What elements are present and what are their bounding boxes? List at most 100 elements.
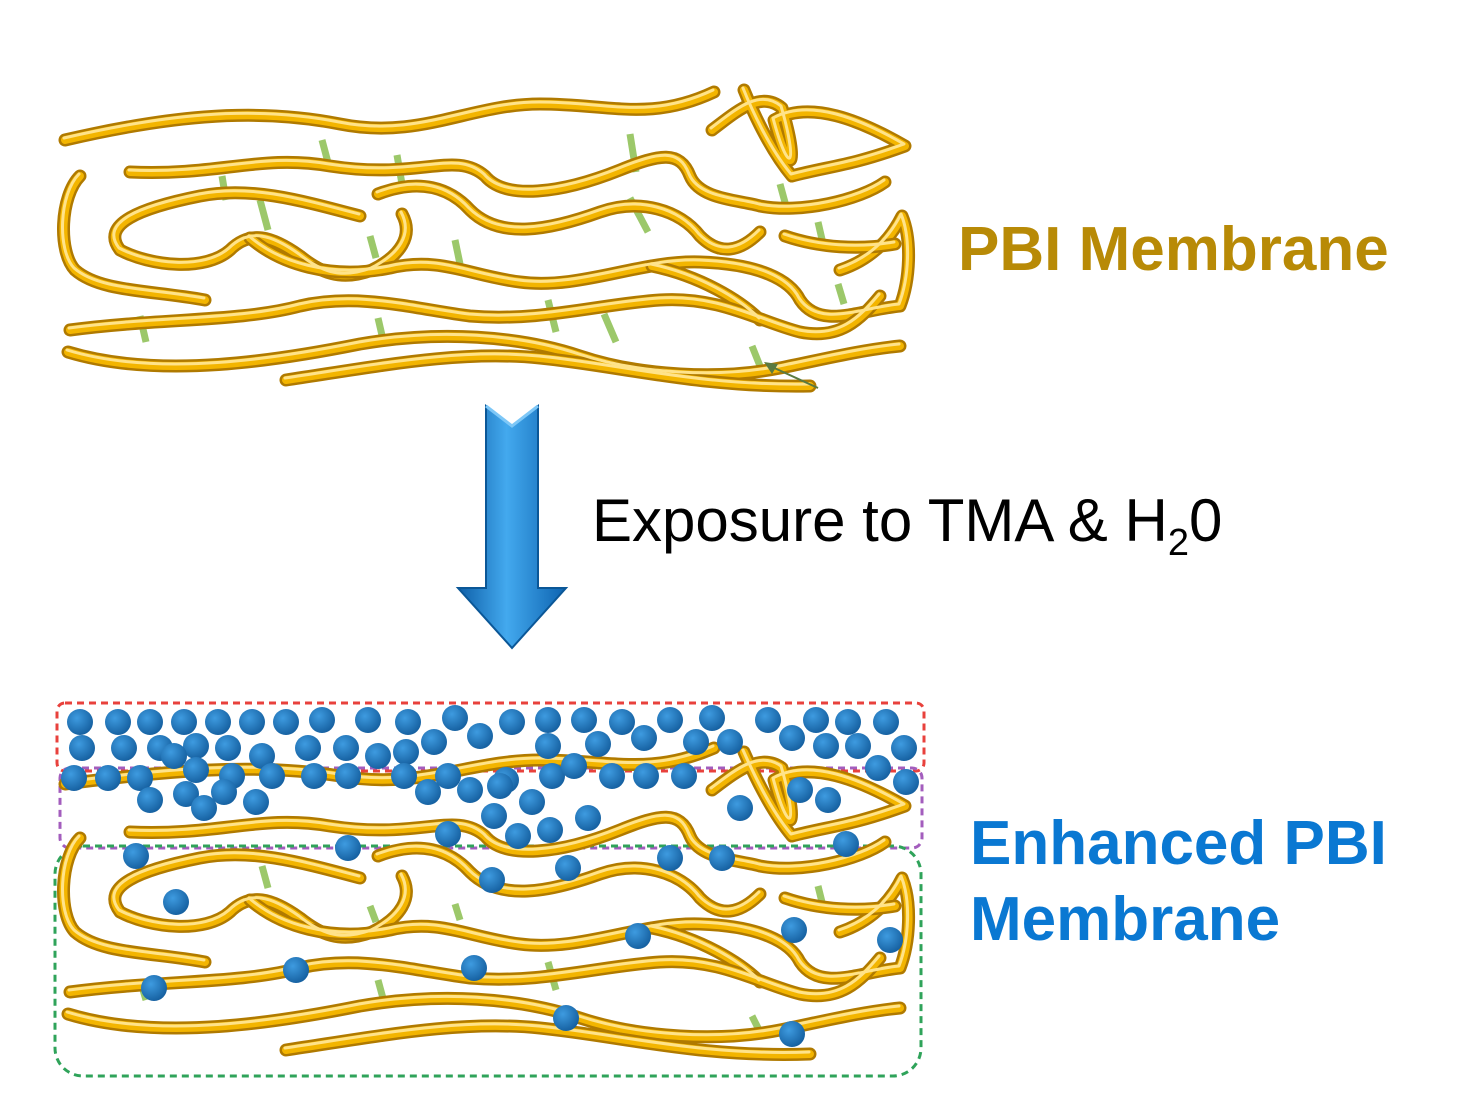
particle [309,707,335,733]
particle [891,735,917,761]
particle [487,773,513,799]
particle [335,835,361,861]
surface-layer-box [55,701,926,773]
particle [435,763,461,789]
particle [111,735,137,761]
particle [243,789,269,815]
particle [535,707,561,733]
enhanced-label-line-2: Membrane [970,885,1281,954]
particle [127,765,153,791]
particle [631,725,657,751]
process-step-label: Exposure to TMA & H20 [592,486,1222,565]
particle [833,831,859,857]
particle [442,705,468,731]
particle [781,917,807,943]
particle [183,733,209,759]
polymer-chains [57,741,915,1061]
particle [191,795,217,821]
particle [365,743,391,769]
particle [95,765,121,791]
particle [355,707,381,733]
enhanced-pbi-membrane-structure [53,701,926,1078]
pbi-membrane-label: PBI Membrane [958,215,1389,284]
step-text-suffix: 0 [1188,487,1223,554]
particle [123,843,149,869]
particle [599,763,625,789]
particle [893,769,919,795]
particle [211,779,237,805]
particle [467,723,493,749]
particle [779,1021,805,1047]
particle [457,777,483,803]
particle [585,731,611,757]
particle [301,763,327,789]
particle [699,705,725,731]
particle [183,757,209,783]
particle [865,755,891,781]
particle [845,733,871,759]
particle [657,845,683,871]
bulk-layer-box [53,844,923,1078]
particle [625,923,651,949]
particle [671,763,697,789]
particle [709,845,735,871]
particle [553,1005,579,1031]
particle [813,733,839,759]
pbi-membrane-structure [57,83,915,393]
particle [539,763,565,789]
particle [295,735,321,761]
particle [61,765,87,791]
particle [815,787,841,813]
particle [877,927,903,953]
particle [273,709,299,735]
enhanced-pbi-membrane-label: Enhanced PBI Membrane [970,806,1387,958]
particle [137,787,163,813]
particle [461,955,487,981]
particle [421,729,447,755]
particle [171,709,197,735]
particle [555,855,581,881]
polymer-chains [57,83,915,393]
particle [163,889,189,915]
particle [435,821,461,847]
particle [141,975,167,1001]
particle [609,709,635,735]
tma-deposited-particles [61,705,919,1047]
step-text-prefix: Exposure to TMA & H [592,487,1168,554]
particle [259,763,285,789]
particle [67,709,93,735]
particle [239,709,265,735]
particle [205,709,231,735]
particle [333,735,359,761]
particle [137,709,163,735]
particle [727,795,753,821]
particle [393,739,419,765]
particle [717,729,743,755]
particle [575,805,601,831]
particle [571,707,597,733]
particle [683,729,709,755]
particle [105,709,131,735]
particle [499,709,525,735]
particle [395,709,421,735]
particle [633,763,659,789]
particle [391,763,417,789]
particle [173,781,199,807]
particle [519,789,545,815]
particle [535,733,561,759]
enhanced-label-line-1: Enhanced PBI [970,809,1387,878]
particle [787,777,813,803]
particle [561,753,587,779]
particle [215,735,241,761]
particle [755,707,781,733]
particle [249,743,275,769]
particle [873,709,899,735]
particle [161,743,187,769]
particle [505,823,531,849]
particle [479,867,505,893]
particle [481,803,507,829]
particle [69,735,95,761]
particle [835,709,861,735]
step-text-subscript: 2 [1167,522,1189,564]
